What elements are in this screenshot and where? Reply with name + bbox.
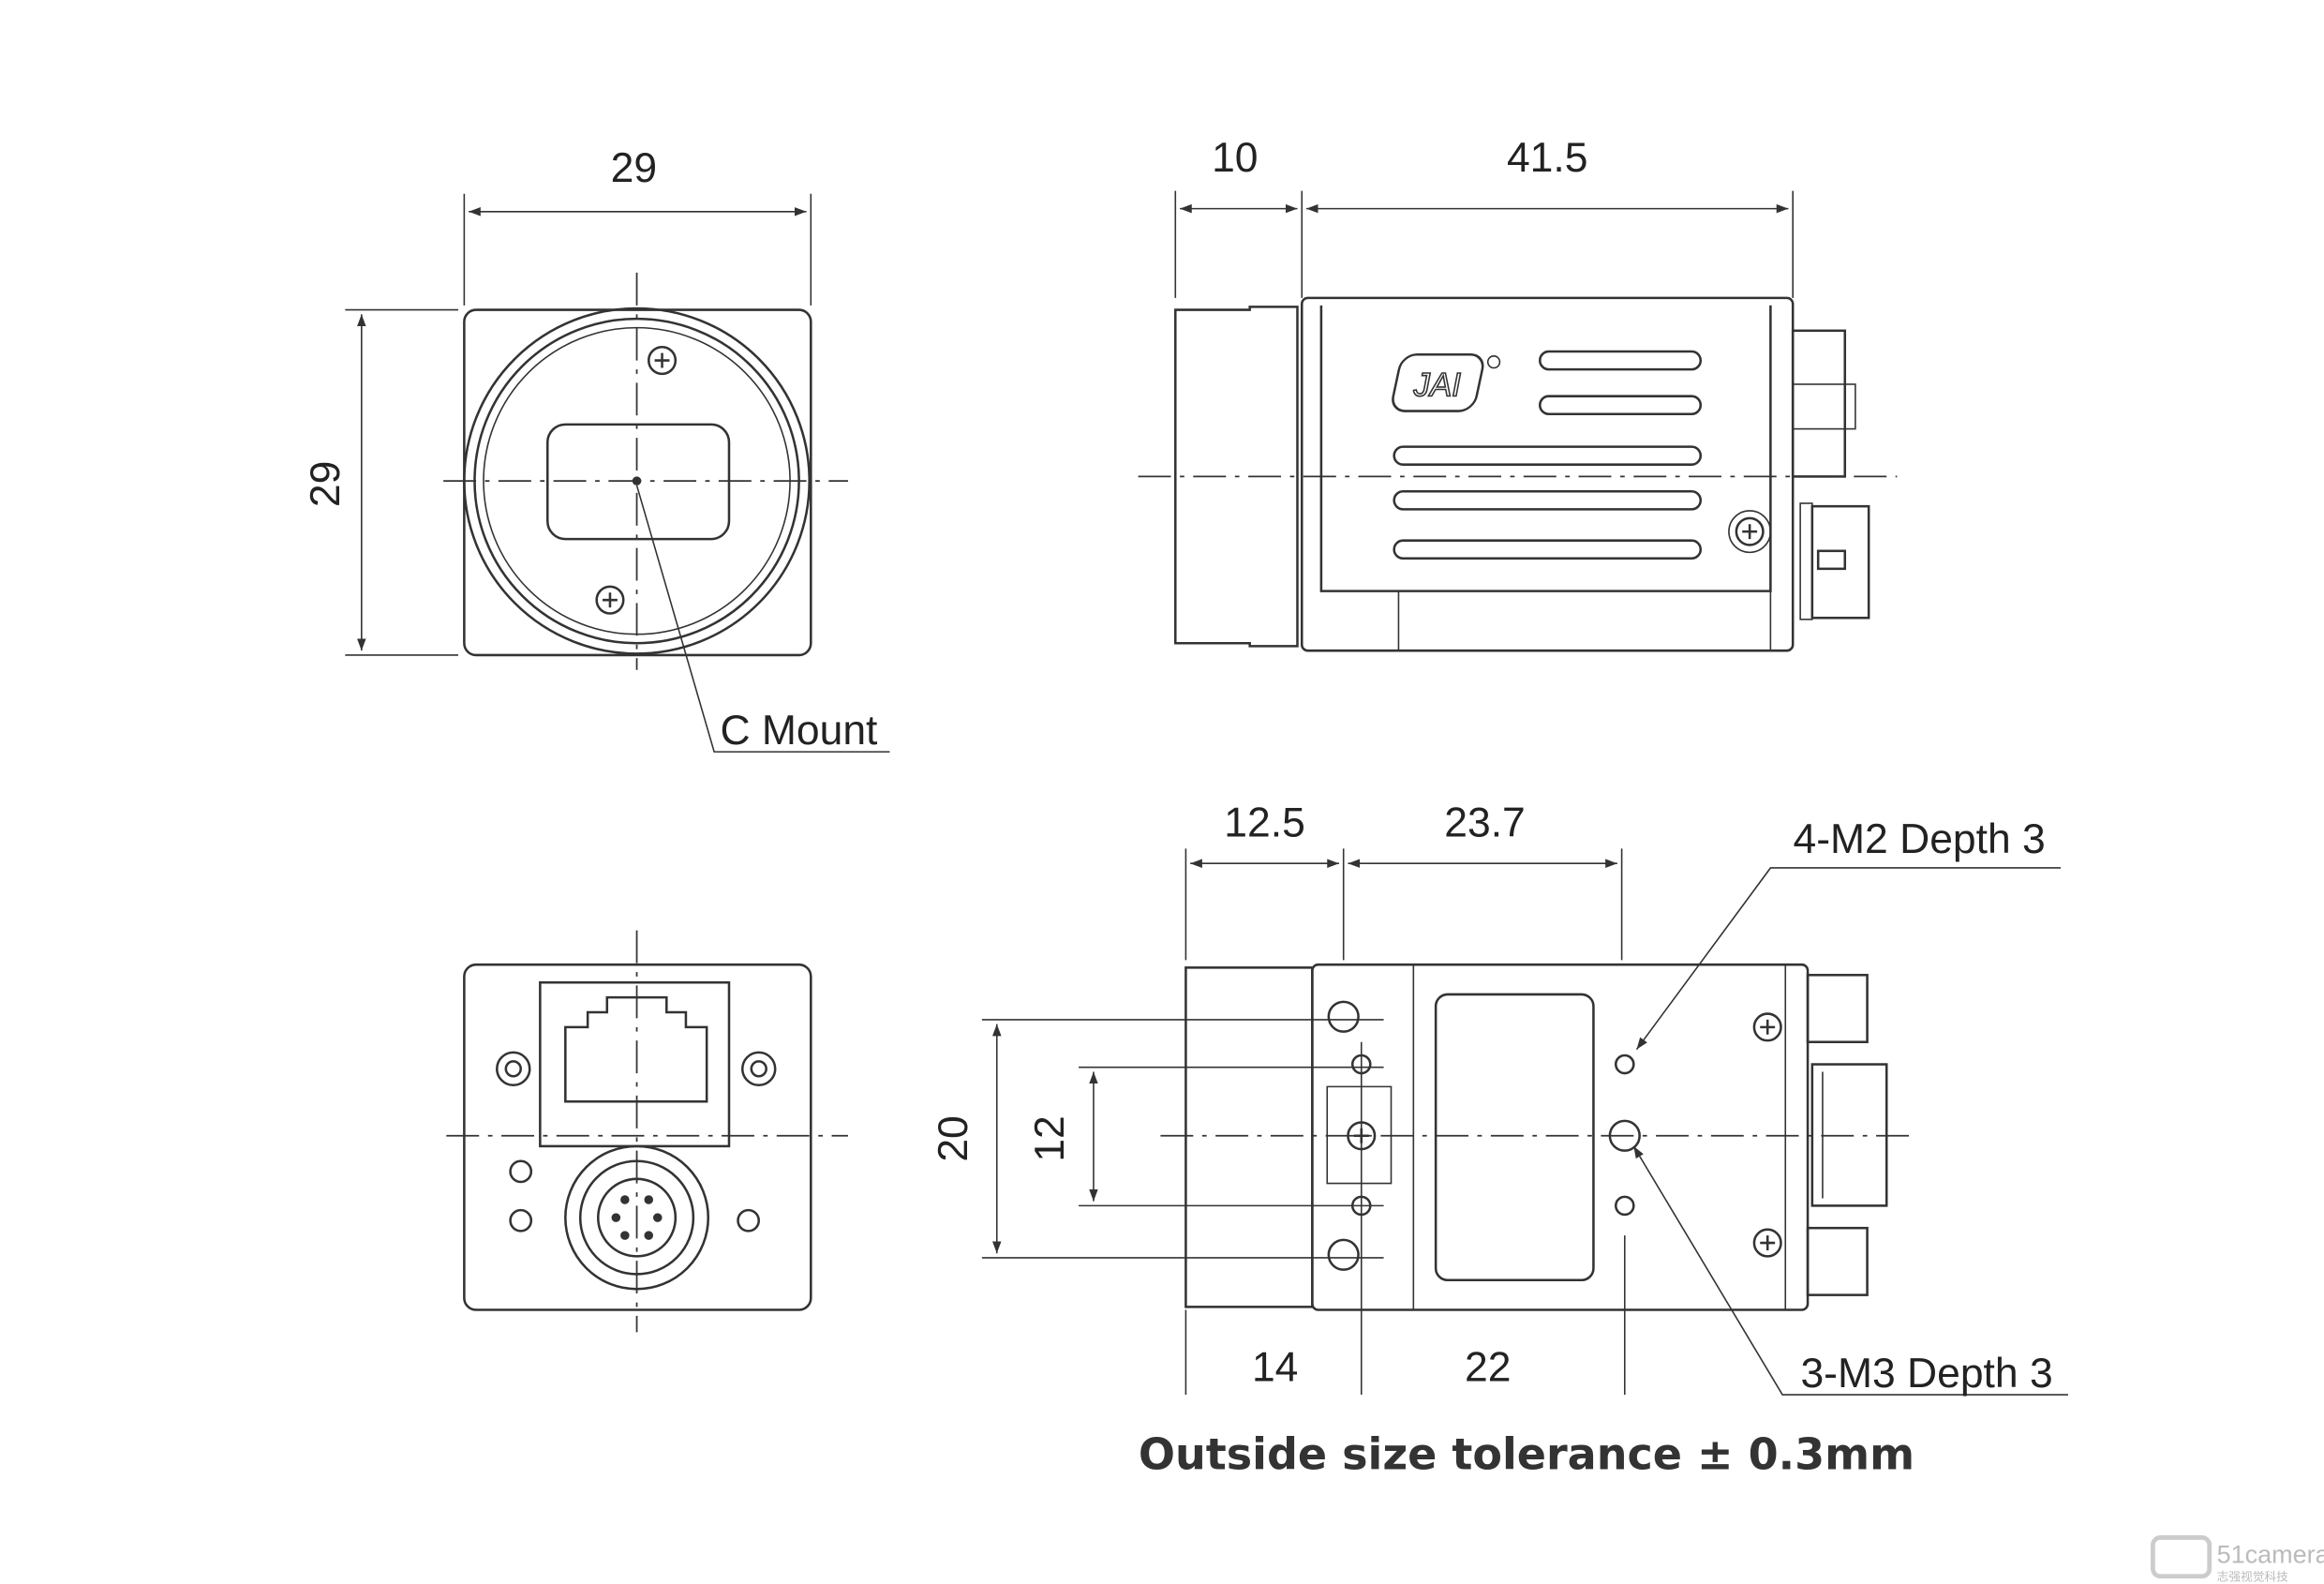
screw-icon <box>1752 1012 1782 1042</box>
dim-14: 14 <box>1252 1345 1298 1391</box>
screw-icon <box>1735 516 1765 546</box>
dim-12: 12 <box>1027 1115 1073 1161</box>
dim-12-5: 12.5 <box>1224 800 1304 846</box>
bottom-view: 12.5 23.7 20 12 14 22 4-M2 Depth 3 3-M3 … <box>931 800 2068 1397</box>
side-view: 10 41.5 JAI <box>1138 135 1898 652</box>
tolerance-note: Outside size tolerance ± 0.3mm <box>1139 1428 1914 1479</box>
svg-text:51camera: 51camera <box>2217 1540 2324 1568</box>
m2-label: 4-M2 Depth 3 <box>1794 816 2046 862</box>
rj45-port <box>564 995 708 1103</box>
front-view: 29 29 C Mount <box>303 145 890 754</box>
jai-logo: JAI <box>1392 352 1501 412</box>
lens-length-dim: 10 <box>1212 135 1258 181</box>
screw-icon <box>1752 1228 1782 1258</box>
c-mount-label: C Mount <box>720 708 878 754</box>
svg-text:JAI: JAI <box>1413 367 1462 404</box>
dim-23-7: 23.7 <box>1444 800 1526 846</box>
dim-20: 20 <box>931 1115 976 1161</box>
screw-icon <box>647 346 678 376</box>
back-view <box>446 930 848 1333</box>
svg-text:志强视觉科技: 志强视觉科技 <box>2217 1569 2288 1583</box>
front-width-dim: 29 <box>611 145 657 191</box>
body-length-dim: 41.5 <box>1507 135 1588 181</box>
dim-22: 22 <box>1465 1345 1511 1391</box>
front-height-dim: 29 <box>303 461 349 507</box>
watermark: 51camera 志强视觉科技 <box>2151 1535 2324 1583</box>
screw-icon <box>595 585 625 615</box>
m3-label: 3-M3 Depth 3 <box>1800 1351 2052 1397</box>
